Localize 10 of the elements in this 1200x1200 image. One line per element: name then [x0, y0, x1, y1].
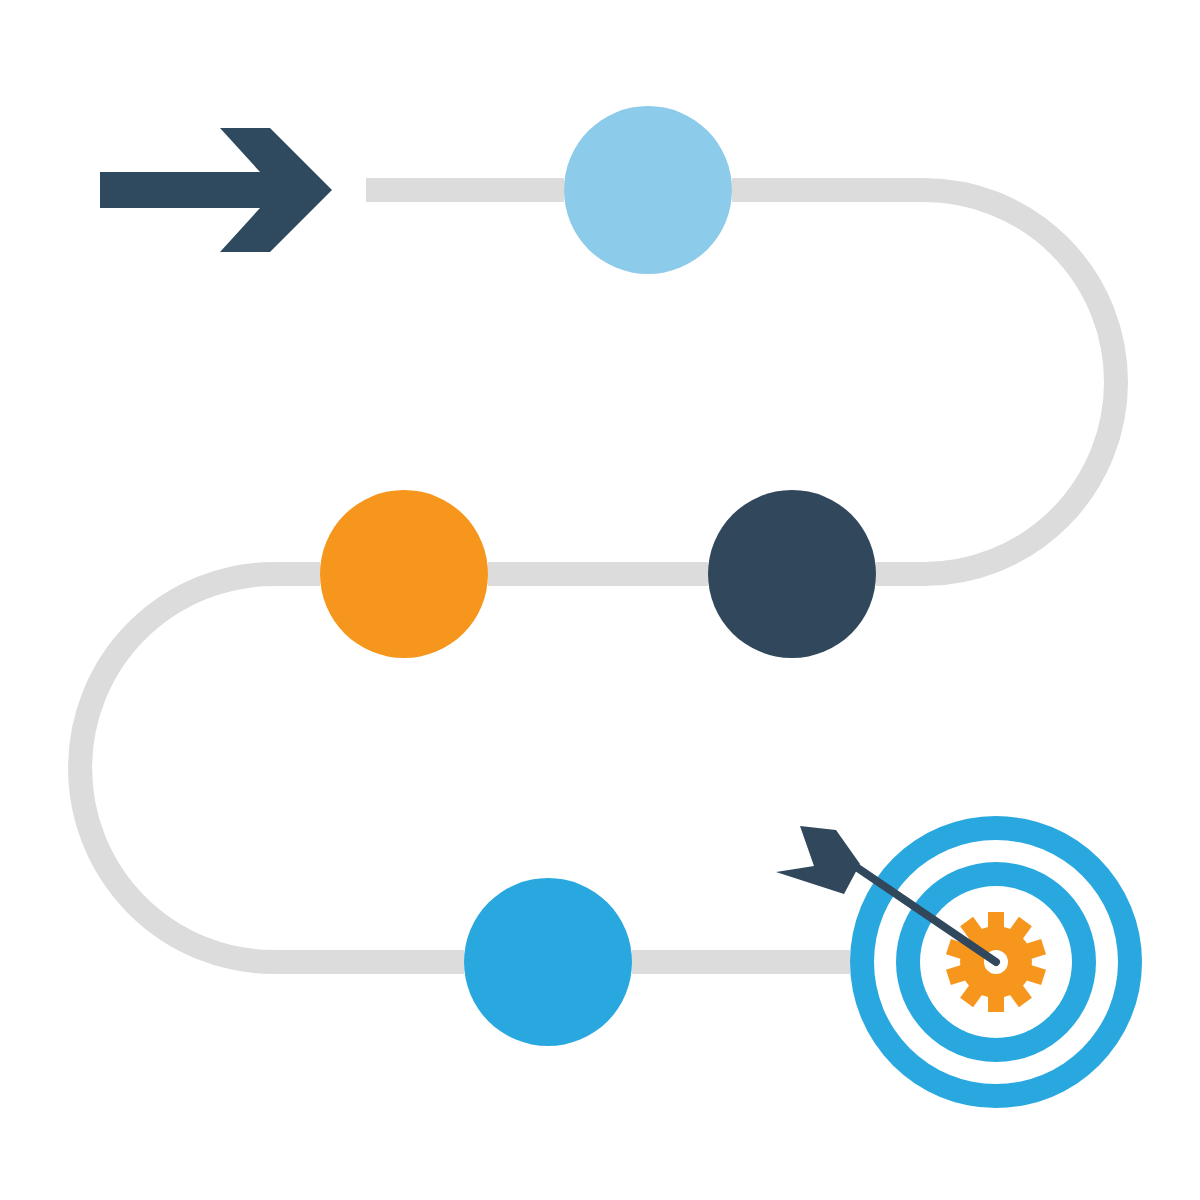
path-line — [68, 562, 464, 974]
path-line — [732, 178, 1128, 586]
path-line — [366, 178, 564, 202]
target-icon — [776, 816, 1142, 1108]
milestone-circle — [320, 490, 488, 658]
milestone-circle — [564, 106, 732, 274]
path-line — [632, 950, 850, 974]
milestone-circle — [464, 878, 632, 1046]
milestone-circle — [708, 490, 876, 658]
path-line — [488, 562, 708, 586]
